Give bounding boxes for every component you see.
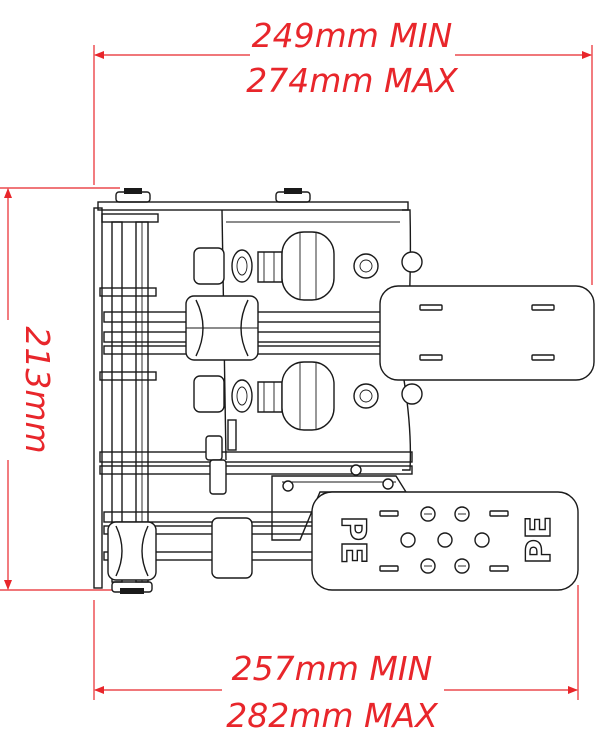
pedal-logo-left-text: PE bbox=[333, 516, 373, 564]
bolt-top-left bbox=[115, 188, 151, 203]
pedal-plate-lower bbox=[311, 491, 579, 591]
post-left-a bbox=[111, 221, 123, 583]
base-rail bbox=[101, 213, 159, 223]
pedal-logo-left: PE bbox=[332, 515, 373, 565]
pedal-logo-right: PE bbox=[518, 515, 559, 565]
rail-1 bbox=[99, 287, 157, 297]
pulley-mid-block bbox=[211, 517, 253, 579]
knob-upper-right bbox=[401, 251, 423, 273]
bottom-dimension: 257mm MIN 282mm MAX bbox=[93, 585, 579, 735]
base-plate bbox=[93, 207, 103, 589]
bottom-min-label: 257mm MIN bbox=[232, 649, 433, 688]
rail-7 bbox=[99, 465, 413, 475]
knob-lower-right bbox=[401, 383, 423, 405]
rail-6 bbox=[99, 451, 413, 463]
side-dimension: 213mm bbox=[0, 187, 120, 591]
top-dimension: 249mm MIN 274mm MAX bbox=[93, 16, 593, 285]
pulley-upper bbox=[185, 295, 259, 361]
lower-pivot-a bbox=[350, 464, 362, 476]
linkage-rod bbox=[205, 419, 237, 495]
pedal-assembly: PE PE bbox=[93, 188, 595, 594]
bottom-max-label: 282mm MAX bbox=[226, 696, 439, 735]
lower-pivot-c bbox=[282, 480, 294, 492]
upper-frame bbox=[97, 201, 409, 211]
pedal-logo-right-text: PE bbox=[519, 516, 559, 564]
pedal-plate-upper bbox=[379, 285, 595, 381]
bolt-bottom-left bbox=[111, 581, 153, 594]
damper-lower bbox=[193, 361, 379, 431]
side-label: 213mm bbox=[18, 326, 57, 453]
top-min-label: 249mm MIN bbox=[252, 16, 453, 55]
pulley-lower bbox=[107, 521, 157, 581]
bolt-top-middle bbox=[275, 188, 311, 203]
top-max-label: 274mm MAX bbox=[246, 61, 459, 100]
lower-pivot-b bbox=[382, 478, 394, 490]
lower-support bbox=[271, 475, 408, 541]
damper-upper bbox=[193, 231, 379, 301]
rail-5 bbox=[99, 371, 157, 381]
